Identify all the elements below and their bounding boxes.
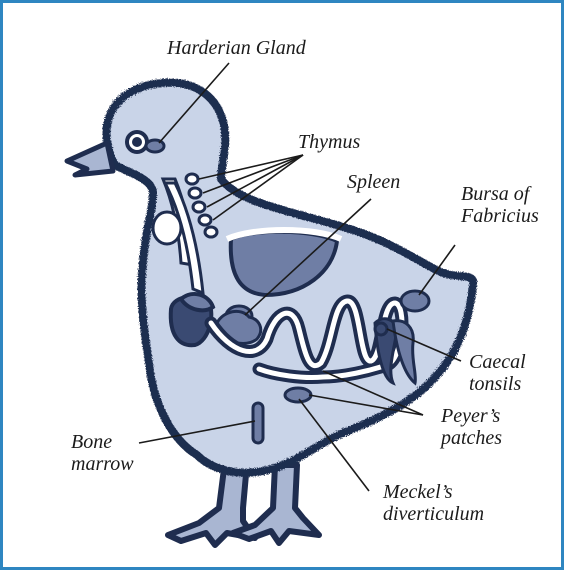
label-bone-line2: marrow — [71, 453, 134, 475]
eye — [127, 132, 147, 152]
label-bone-line1: Bone — [71, 431, 134, 453]
peyers-patch-organ — [285, 388, 311, 402]
label-meckels-line2: diverticulum — [383, 503, 484, 525]
label-bursa-line2: Fabricius — [461, 205, 539, 227]
label-meckels-line1: Meckel’s — [383, 481, 484, 503]
label-peyers: Peyer’s patches — [441, 405, 502, 449]
label-caecal-line1: Caecal — [469, 351, 526, 373]
crop — [153, 212, 181, 244]
label-spleen: Spleen — [347, 171, 400, 193]
label-bursa: Bursa of Fabricius — [461, 183, 539, 227]
harderian-gland — [146, 140, 164, 152]
label-harderian-gland: Harderian Gland — [167, 37, 306, 59]
label-caecal-line2: tonsils — [469, 373, 526, 395]
bone-marrow-organ — [253, 403, 263, 443]
bursa-organ — [401, 291, 429, 311]
label-bone-marrow: Bone marrow — [71, 431, 134, 475]
label-peyers-line2: patches — [441, 427, 502, 449]
label-peyers-line1: Peyer’s — [441, 405, 502, 427]
beak — [67, 143, 113, 175]
label-thymus: Thymus — [298, 131, 360, 153]
label-caecal: Caecal tonsils — [469, 351, 526, 395]
label-meckels: Meckel’s diverticulum — [383, 481, 484, 525]
label-bursa-line1: Bursa of — [461, 183, 539, 205]
